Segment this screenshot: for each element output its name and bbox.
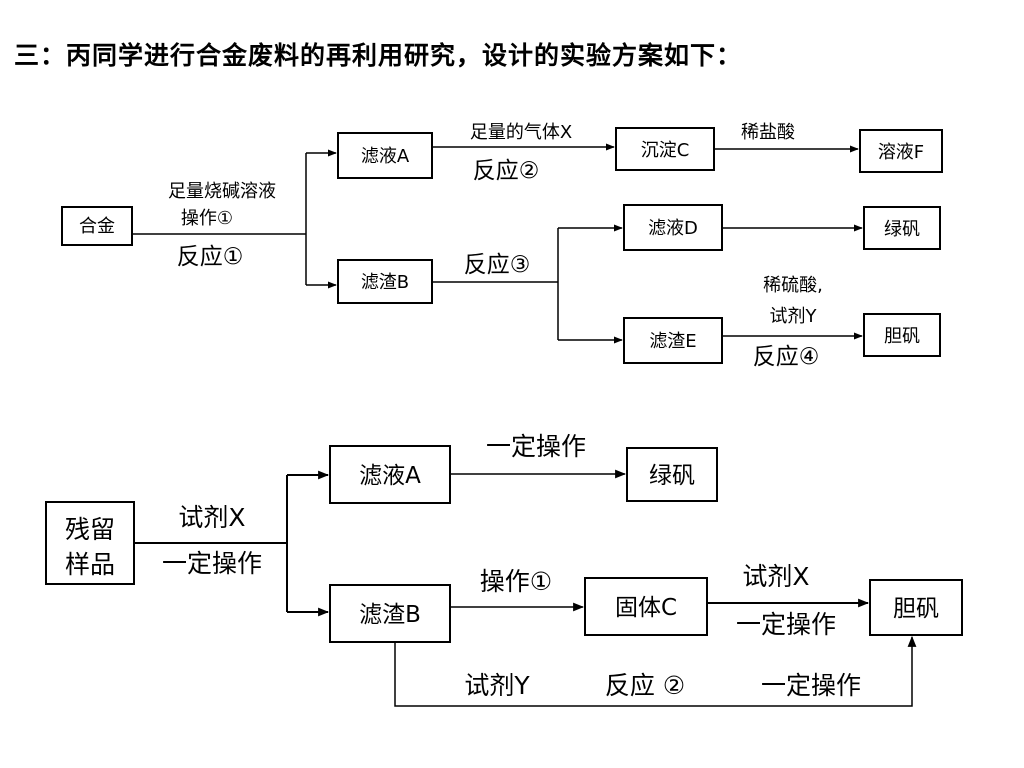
- node-solid-c: 固体C: [584, 577, 708, 636]
- node-green-vitriol-2: 绿矾: [626, 447, 718, 502]
- node-alloy-label: 合金: [79, 216, 115, 237]
- slide-title: 三：丙同学进行合金废料的再利用研究，设计的实验方案如下：: [14, 41, 743, 70]
- node-solid-c-label: 固体C: [615, 595, 677, 621]
- node-green-vitriol: 绿矾: [863, 206, 941, 250]
- node-filtrate-a-2-label: 滤液A: [359, 463, 421, 489]
- label-rx3: 反应③: [464, 252, 531, 278]
- node-blue-vitriol-2-label: 胆矾: [893, 596, 939, 622]
- node-residue-b: 滤渣B: [337, 259, 433, 304]
- label-reagent-x: 试剂X: [178, 503, 245, 532]
- connectors-1: [132, 143, 863, 344]
- label-certain-op-c: 一定操作: [736, 610, 836, 639]
- label-gas-x: 足量的气体X: [470, 122, 572, 143]
- diagram-2: 残留 样品 滤液A 绿矾 滤渣B 固体C 胆矾: [45, 432, 963, 707]
- node-solution-f: 溶液F: [859, 129, 943, 173]
- label-certain-op-a: 一定操作: [486, 432, 586, 461]
- label-h2so4: 稀硫酸,: [763, 275, 823, 296]
- node-precipitate-c: 沉淀C: [615, 127, 715, 171]
- node-filtrate-a-2: 滤液A: [329, 445, 451, 504]
- label-reagent-x-2: 试剂X: [742, 562, 809, 591]
- node-blue-vitriol-2: 胆矾: [869, 579, 963, 636]
- label-naoh: 足量烧碱溶液: [168, 181, 276, 202]
- node-residue-e: 滤渣E: [623, 317, 723, 364]
- label-rx4: 反应④: [753, 344, 820, 370]
- node-sample-line2: 样品: [65, 550, 115, 579]
- node-blue-vitriol-label: 胆矾: [884, 326, 920, 347]
- node-residue-b-2-label: 滤渣B: [359, 602, 421, 628]
- connectors-2: [134, 469, 917, 707]
- node-residual-sample: 残留 样品: [45, 501, 135, 585]
- label-hcl: 稀盐酸: [741, 122, 795, 143]
- label-reagent-y-2: 试剂Y: [464, 671, 530, 700]
- node-residue-e-label: 滤渣E: [649, 331, 696, 352]
- diagram-1: 合金 滤液A 沉淀C 溶液F 滤渣B 滤液D 绿矾 滤渣E: [61, 122, 943, 370]
- node-filtrate-d: 滤液D: [623, 204, 723, 251]
- node-alloy: 合金: [61, 206, 133, 246]
- node-green-vitriol-2-label: 绿矾: [649, 463, 695, 489]
- node-blue-vitriol: 胆矾: [863, 313, 941, 357]
- label-op1-2: 操作①: [480, 567, 552, 596]
- label-certain-op: 一定操作: [162, 549, 262, 578]
- node-precipitate-c-label: 沉淀C: [641, 140, 690, 161]
- label-certain-op-bottom: 一定操作: [761, 671, 861, 700]
- node-filtrate-a-label: 滤液A: [361, 146, 410, 167]
- label-rx1: 反应①: [177, 244, 244, 270]
- node-filtrate-d-label: 滤液D: [648, 218, 698, 239]
- label-rx2: 反应②: [473, 158, 540, 184]
- node-sample-line1: 残留: [65, 515, 115, 544]
- node-filtrate-a: 滤液A: [337, 132, 433, 179]
- node-solution-f-label: 溶液F: [878, 142, 924, 163]
- label-op1: 操作①: [181, 208, 233, 229]
- node-green-vitriol-label: 绿矾: [884, 219, 920, 240]
- label-rx2-2: 反应 ②: [605, 671, 685, 700]
- node-residue-b-label: 滤渣B: [361, 272, 409, 293]
- label-reagent-y: 试剂Y: [770, 306, 818, 327]
- node-residue-b-2: 滤渣B: [329, 584, 451, 643]
